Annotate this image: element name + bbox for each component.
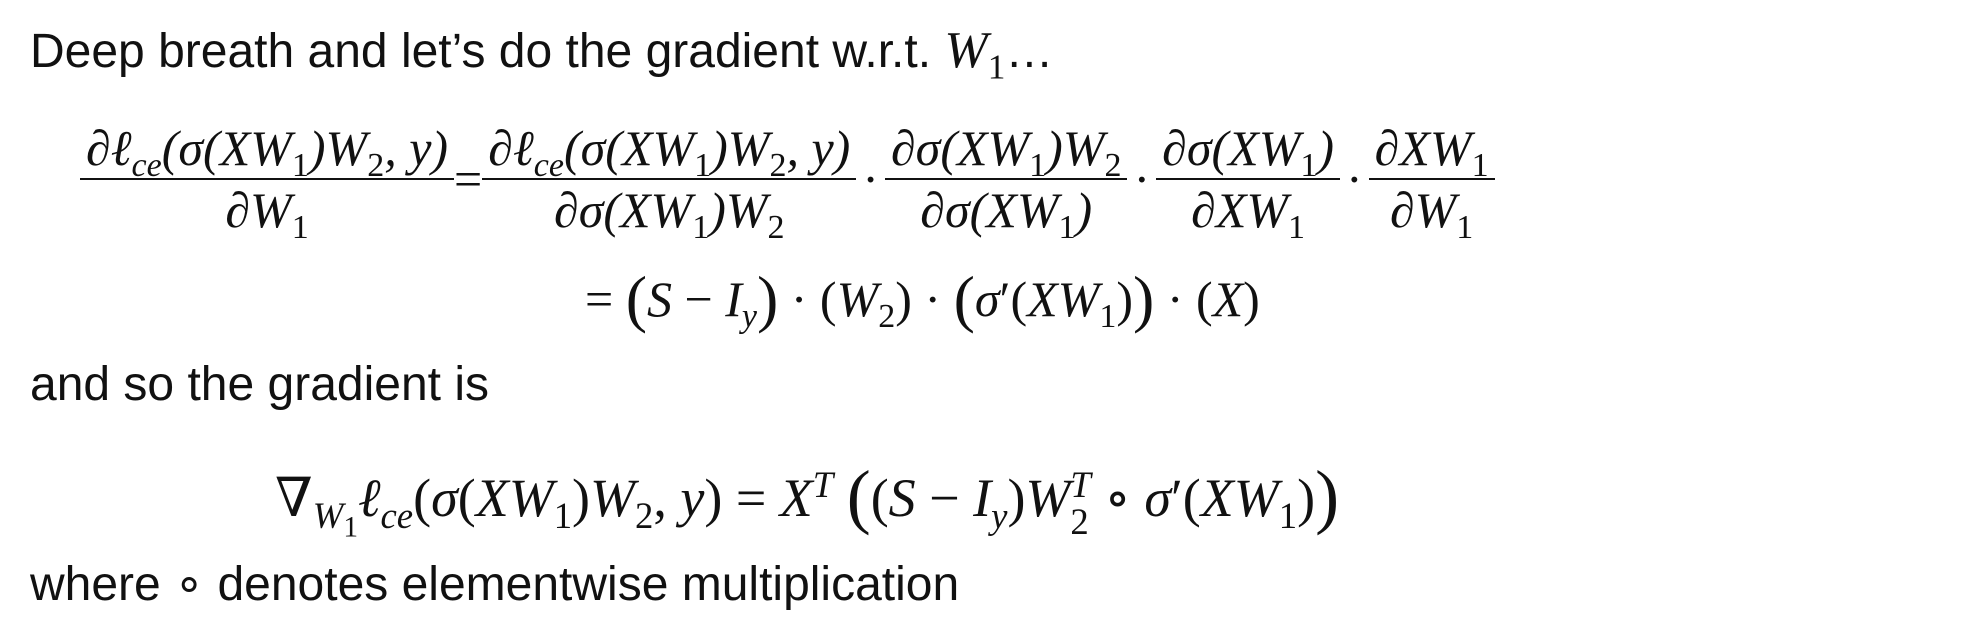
intro-line: Deep breath and let’s do the gradient w.… [30, 22, 1054, 87]
dot-operator: · [1133, 151, 1151, 207]
outro-text: where ∘ denotes elementwise multiplicati… [30, 558, 960, 611]
term-1-denominator: ∂σ(XW1)W2 [554, 182, 785, 246]
equals-sign: = [454, 151, 483, 207]
term-2-denominator: ∂σ(XW1) [920, 182, 1093, 246]
term-3-denominator: ∂XW1 [1191, 182, 1306, 246]
term-4-denominator: ∂W1 [1389, 182, 1474, 246]
lhs-numerator: ∂ℓce(σ(XW1)W2, y) [80, 120, 455, 183]
chain-rule-result-line: = (S − Iy) · (W2) · (σ′(XW1)) · (X) [585, 263, 1260, 335]
intro-variable: W1 [944, 22, 1006, 87]
dot-operator: · [1346, 151, 1363, 207]
term-4-fraction: ∂XW1 ∂W1 [1368, 120, 1495, 246]
term-3-numerator: ∂σ(XW1) [1156, 120, 1341, 183]
mid-text: and so the gradient is [30, 358, 489, 411]
chain-rule-equation: ∂ℓce(σ(XW1)W2, y) ∂W1 = ∂ℓce(σ(XW1)W2, y… [80, 120, 1495, 246]
term-4-numerator: ∂XW1 [1368, 120, 1495, 183]
dot-operator: · [862, 151, 879, 207]
intro-ellipsis: … [1005, 25, 1054, 78]
term-2-numerator: ∂σ(XW1)W2 [884, 120, 1128, 183]
intro-text: Deep breath and let’s do the gradient w.… [30, 25, 932, 78]
term-2-fraction: ∂σ(XW1)W2 ∂σ(XW1) [884, 120, 1128, 246]
term-1-numerator: ∂ℓce(σ(XW1)W2, y) [482, 120, 857, 183]
term-3-fraction: ∂σ(XW1) ∂XW1 [1156, 120, 1341, 246]
lhs-fraction: ∂ℓce(σ(XW1)W2, y) ∂W1 [80, 120, 455, 246]
lhs-denominator: ∂W1 [225, 182, 309, 246]
term-1-fraction: ∂ℓce(σ(XW1)W2, y) ∂σ(XW1)W2 [482, 120, 857, 246]
